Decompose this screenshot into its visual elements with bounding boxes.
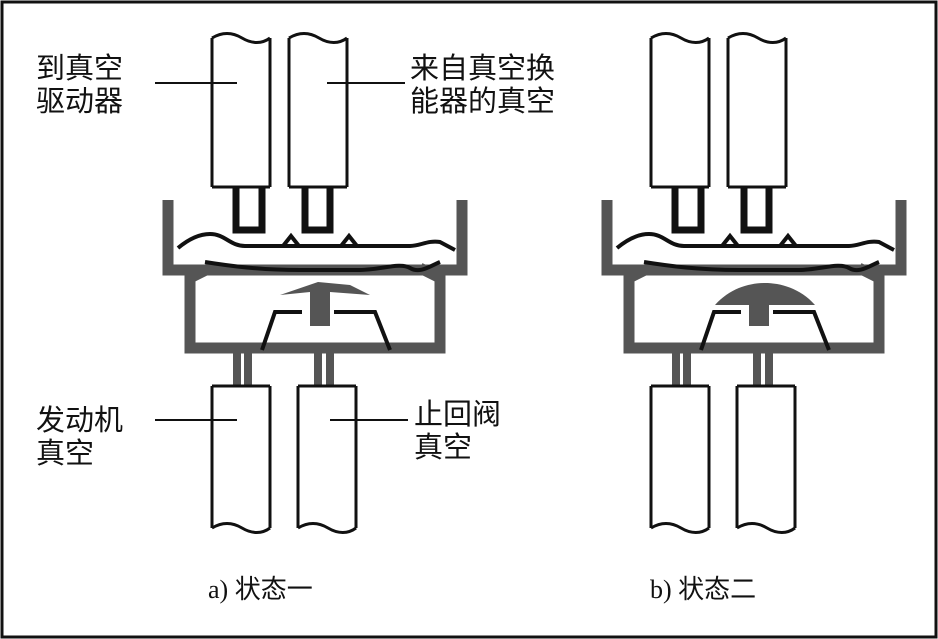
flow-arrow-up bbox=[280, 282, 370, 300]
domed-valve-plate bbox=[715, 283, 815, 305]
caption-state-two: b) 状态二 bbox=[650, 575, 756, 604]
label-from-vacuum-converter-line1: 来自真空换 bbox=[410, 51, 555, 85]
label-engine-vacuum-line2: 真空 bbox=[36, 436, 94, 470]
valve-state-two bbox=[607, 32, 901, 534]
pipe-bottom-left-state-two bbox=[649, 384, 711, 534]
pipe-to-vacuum-driver bbox=[210, 32, 272, 189]
pipe-bottom-right-state-two bbox=[735, 384, 797, 534]
label-engine-vacuum-line1: 发动机 bbox=[36, 403, 123, 437]
label-from-vacuum-converter-line2: 能器的真空 bbox=[410, 84, 555, 118]
label-check-valve-vacuum-line1: 止回阀 bbox=[414, 397, 501, 431]
leader-lines bbox=[155, 82, 408, 421]
pipe-engine-vacuum bbox=[210, 384, 272, 534]
label-to-vacuum-driver-line1: 到真空 bbox=[36, 51, 123, 85]
pipe-top-left-state-two bbox=[649, 32, 711, 189]
pipe-from-vacuum-converter bbox=[287, 32, 349, 189]
caption-state-one: a) 状态一 bbox=[208, 575, 313, 604]
pipe-top-right-state-two bbox=[726, 32, 788, 189]
pipe-check-valve-vacuum bbox=[296, 384, 358, 534]
label-check-valve-vacuum-line2: 真空 bbox=[414, 430, 472, 464]
label-to-vacuum-driver-line2: 驱动器 bbox=[36, 84, 123, 118]
valve-state-one bbox=[168, 32, 462, 534]
